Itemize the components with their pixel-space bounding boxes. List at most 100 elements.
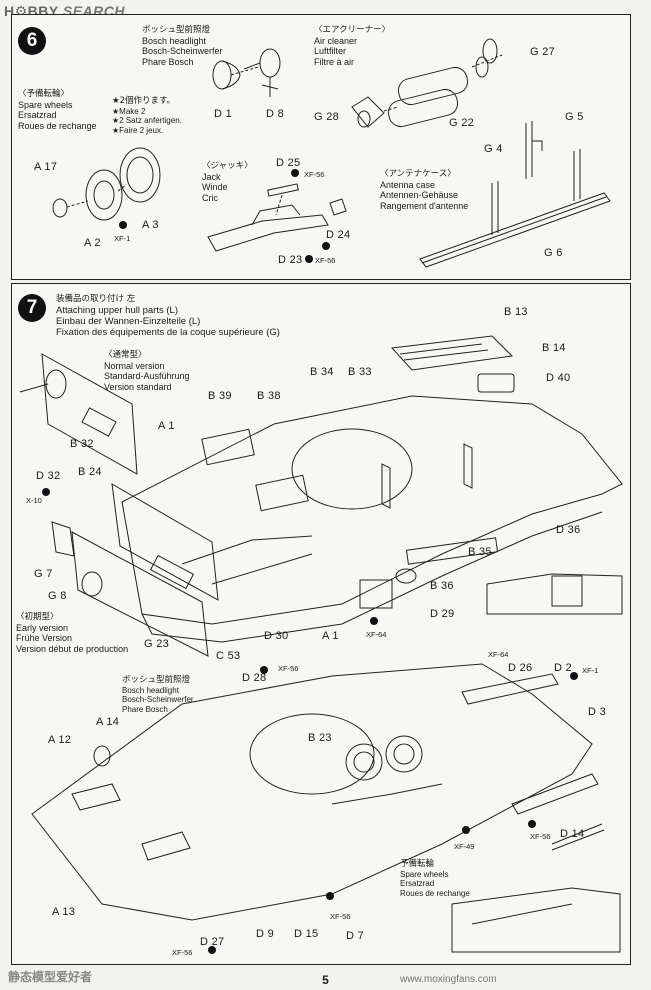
part-label: D 26 [508, 662, 533, 674]
paint-code: XF-56 [172, 948, 193, 957]
part-label: B 39 [208, 390, 232, 402]
part-label: A 2 [84, 237, 101, 249]
paint-dot [322, 242, 330, 250]
part-label: B 33 [348, 366, 372, 378]
watermark-cn: 静态模型爱好者 [8, 970, 93, 984]
headlight-drawing [212, 48, 281, 97]
antenna-case-drawing [419, 121, 611, 268]
paint-code: XF-1 [582, 666, 599, 675]
antenna-caption: 〈アンテナケース〉 Antenna case Antennen-Gehäuse … [380, 169, 469, 211]
part-label: B 34 [310, 366, 334, 378]
part-label: D 27 [200, 936, 225, 948]
paint-code: X-10 [26, 496, 42, 505]
part-label: A 17 [34, 161, 58, 173]
hatch-plate [255, 474, 309, 512]
paint-dot [305, 255, 313, 263]
hatch-plate [201, 428, 255, 466]
paint-code: XF-56 [315, 256, 336, 265]
side-plate-normal-drawing [19, 353, 138, 475]
part-label: G 22 [449, 117, 475, 129]
part-label: D 23 [278, 254, 303, 266]
paint-dot [291, 169, 299, 177]
part-label: D 36 [556, 524, 581, 536]
part-label: G 6 [544, 247, 563, 259]
step-6-number: 6 [18, 27, 46, 55]
step-7-panel: 7 装備品の取り付け 左 Attaching upper hull parts … [11, 283, 631, 965]
inset-top [486, 573, 623, 615]
part-label: A 1 [322, 630, 339, 642]
normal-version-caption: 〈通常型〉 Normal version Standard-Ausführung… [104, 350, 190, 392]
part-label: A 14 [96, 716, 120, 728]
part-label: D 15 [294, 928, 319, 940]
step-7-title: 装備品の取り付け 左 Attaching upper hull parts (L… [56, 294, 280, 338]
part-label: D 7 [346, 930, 365, 942]
paint-code: XF-56 [304, 170, 325, 179]
part-label: D 30 [264, 630, 289, 642]
air-cleaner-drawing [351, 38, 503, 128]
jack-caption: 〈ジャッキ〉 Jack Winde Cric [202, 161, 253, 203]
jack-drawing [207, 183, 347, 252]
part-label: G 8 [48, 590, 67, 602]
part-label: B 32 [70, 438, 94, 450]
make2-caption: ★2個作ります。 ★Make 2 ★2 Satz anfertigen. ★Fa… [112, 96, 182, 135]
step-6-panel: 6 [11, 14, 631, 280]
paint-code: XF-56 [530, 832, 551, 841]
part-label: G 5 [565, 111, 584, 123]
part-label: B 13 [504, 306, 528, 318]
part-label: D 24 [326, 229, 351, 241]
part-label: D 25 [276, 157, 301, 169]
part-label: D 32 [36, 470, 61, 482]
part-label: D 8 [266, 108, 285, 120]
part-label: G 28 [314, 111, 340, 123]
part-label: B 35 [468, 546, 492, 558]
paint-code: XF-64 [366, 630, 387, 639]
paint-code: XF-1 [114, 234, 131, 243]
step-7-drawings [19, 335, 623, 954]
sparewheels-caption-7: 予備転輪 Spare wheels Ersatzrad Roues de rec… [400, 859, 470, 898]
part-label: G 23 [144, 638, 170, 650]
upper-hull-bottom-drawing [31, 663, 605, 921]
upper-hull-top-drawing [121, 395, 623, 643]
aircleaner-caption: 〈エアクリーナー〉 Air cleaner Luftfilter Filtre … [314, 25, 391, 67]
part-label: D 2 [554, 662, 573, 674]
part-label: B 38 [257, 390, 281, 402]
paint-code: XF-56 [330, 912, 351, 921]
part-label: B 23 [308, 732, 332, 744]
hatch-b14 [390, 335, 514, 371]
part-label: A 3 [142, 219, 159, 231]
sparewheels-caption: 〈予備転輪〉 Spare wheels Ersatzrad Roues de r… [18, 89, 97, 131]
part-label: G 4 [484, 143, 503, 155]
part-label: D 9 [256, 928, 275, 940]
paint-dot [119, 221, 127, 229]
part-label: A 13 [52, 906, 76, 918]
part-label: D 40 [546, 372, 571, 384]
box-d29 [359, 579, 393, 609]
paint-code: XF-56 [278, 664, 299, 673]
part-label: D 1 [214, 108, 233, 120]
page-number: 5 [322, 973, 329, 987]
part-label: D 28 [242, 672, 267, 684]
side-plate-early-drawing [51, 483, 219, 657]
headlight-caption: ボッシュ型前照燈 Bosch headlight Bosch-Scheinwer… [142, 25, 223, 67]
early-version-caption: 〈初期型〉 Early version Frühe Version Versio… [16, 612, 129, 654]
spare-wheel-drawing [52, 147, 161, 221]
part-label: C 53 [216, 650, 241, 662]
part-label: G 7 [34, 568, 53, 580]
part-label: A 12 [48, 734, 72, 746]
part-label: B 14 [542, 342, 566, 354]
step-7-number: 7 [18, 294, 46, 322]
paint-code: XF-64 [488, 650, 509, 659]
part-label: G 27 [530, 46, 556, 58]
part-d40 [477, 373, 515, 393]
inset-bottom [451, 887, 621, 953]
part-label: D 14 [560, 828, 585, 840]
part-label: B 24 [78, 466, 102, 478]
part-label: A 1 [158, 420, 175, 432]
part-label: D 29 [430, 608, 455, 620]
part-label: D 3 [588, 706, 607, 718]
paint-code: XF-49 [454, 842, 475, 851]
watermark-url: www.moxingfans.com [400, 974, 497, 985]
step-6-drawings [52, 38, 611, 268]
headlight-caption-7: ボッシュ型前照燈 Bosch headlight Bosch-Scheinwer… [122, 675, 194, 714]
part-label: B 36 [430, 580, 454, 592]
